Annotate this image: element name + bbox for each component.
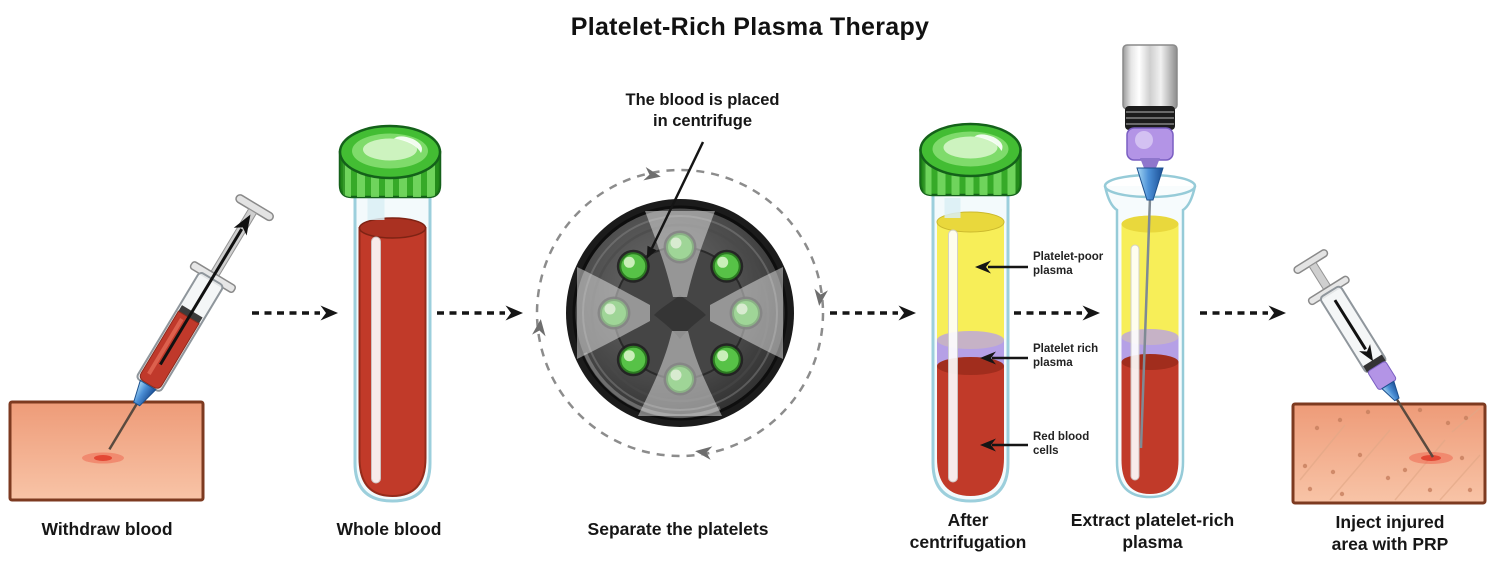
syringe-withdraw bbox=[108, 194, 274, 451]
annotation-line-1: The blood is placed bbox=[625, 91, 780, 109]
needle-hub bbox=[1381, 380, 1400, 402]
plunger-handle bbox=[1293, 249, 1329, 275]
callout-red-blood-cells: Red blood cells bbox=[1033, 431, 1090, 457]
tube-cap-green bbox=[340, 126, 440, 197]
callout-arrows bbox=[988, 265, 1028, 447]
red-blood-cells-layer bbox=[1121, 362, 1179, 494]
callout-platelet-rich-plasma: Platelet rich plasma bbox=[1033, 343, 1099, 369]
step-caption-extract-prp: Extract platelet-rich plasma bbox=[1070, 510, 1235, 553]
tube-whole-blood bbox=[340, 126, 440, 503]
rotation-arrow-left bbox=[532, 318, 548, 337]
page-title: Platelet-Rich Plasma Therapy bbox=[570, 13, 930, 41]
callout-arrowheads bbox=[975, 260, 996, 452]
step-caption-inject-prp: Inject injured area with PRP bbox=[1331, 512, 1449, 555]
flow-arrow-4 bbox=[1012, 303, 1102, 323]
step-caption-whole-blood: Whole blood bbox=[336, 519, 442, 539]
tube-cap-green bbox=[921, 124, 1021, 195]
skin-texture-lines bbox=[1299, 407, 1481, 501]
skin-patch-withdraw bbox=[8, 400, 205, 502]
skin-patch-inject bbox=[1291, 402, 1487, 505]
needle bbox=[1395, 397, 1435, 458]
step-caption-withdraw-blood: Withdraw blood bbox=[41, 519, 173, 539]
centrifuge bbox=[532, 167, 828, 460]
rotation-arrow-top bbox=[643, 167, 662, 184]
centrifuge-annotation: The blood is placed in centrifuge bbox=[600, 90, 805, 132]
syringe-barrel bbox=[1122, 44, 1178, 110]
syringe-extract bbox=[1122, 44, 1178, 449]
flow-arrow-2 bbox=[435, 303, 525, 323]
platelet-poor-plasma-layer bbox=[937, 222, 1004, 340]
annotation-arrow bbox=[646, 141, 705, 259]
needle bbox=[108, 399, 140, 451]
red-blood-cells-layer bbox=[937, 366, 1004, 496]
syringe-inject bbox=[1293, 249, 1435, 458]
rotor-blades bbox=[577, 211, 783, 416]
flow-arrow-1 bbox=[250, 303, 340, 323]
step-caption-after-centrifugation: After centrifugation bbox=[909, 510, 1027, 553]
needle bbox=[1139, 197, 1152, 449]
step-caption-separate-platelets: Separate the platelets bbox=[587, 519, 769, 539]
needle-hub bbox=[1136, 167, 1164, 201]
flow-arrow-3 bbox=[828, 303, 918, 323]
needle-hub bbox=[133, 379, 157, 407]
whole-blood-fill bbox=[358, 227, 427, 498]
flow-arrow-5 bbox=[1198, 303, 1288, 323]
inject-direction-arrow bbox=[1333, 299, 1367, 351]
annotation-line-2: in centrifuge bbox=[652, 112, 752, 131]
skin-speckles bbox=[1302, 407, 1473, 497]
rotation-dashed-circle bbox=[535, 168, 825, 458]
plunger-handle bbox=[235, 194, 274, 222]
withdraw-direction-arrow bbox=[159, 228, 244, 366]
callout-platelet-poor-plasma: Platelet-poor plasma bbox=[1033, 251, 1104, 277]
tube-after-centrifugation bbox=[921, 124, 1021, 503]
rotation-arrow-bottom bbox=[694, 444, 713, 460]
platelet-poor-plasma-layer bbox=[1121, 224, 1179, 337]
